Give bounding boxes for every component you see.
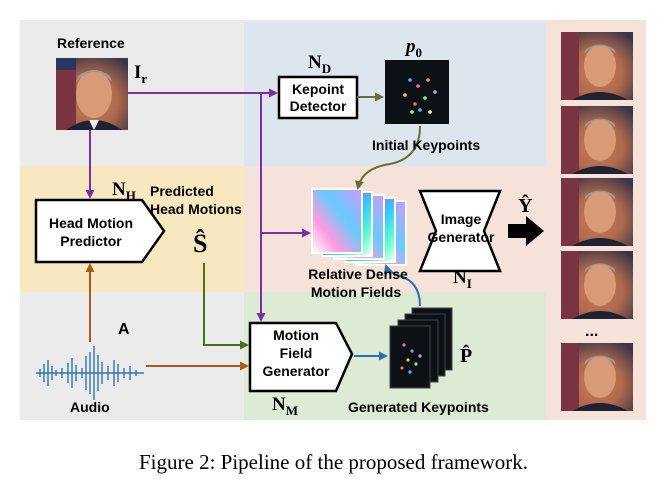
output-face (561, 178, 633, 246)
output-face-strip (561, 32, 633, 411)
hmp-symbol: NH (112, 179, 136, 203)
arrow-p-hat-to-rdm (383, 264, 421, 307)
reference-symbol: Ir (134, 62, 147, 86)
rdm-label-line2: Motion Fields (311, 284, 401, 300)
hmp-label-line2: Predictor (60, 233, 122, 249)
figure-caption: Figure 2: Pipeline of the proposed frame… (139, 450, 528, 474)
y-hat-symbol: Ŷ (518, 193, 533, 217)
reference-face-image (56, 58, 128, 130)
output-face (561, 106, 633, 174)
mfg-label-line1: Motion (273, 327, 319, 343)
initial-keypoints-label: Initial Keypoints (372, 137, 480, 153)
s-hat-symbol: Ŝ (193, 229, 207, 258)
p-hat-symbol: P̂ (460, 343, 472, 367)
pipeline-diagram: Reference Ir ND Kepoint Detector p0 Init… (20, 20, 646, 420)
rdm-label-line1: Relative Dense (308, 266, 408, 282)
predicted-head-motions-label-line2: Head Motions (150, 201, 242, 217)
generated-keypoints-label: Generated Keypoints (348, 399, 489, 415)
head-motion-predictor-block (34, 198, 166, 264)
audio-waveform (36, 346, 144, 400)
output-arrow (508, 216, 544, 246)
hmp-label-line1: Head Motion (49, 215, 133, 231)
generated-keypoints-image (389, 307, 453, 389)
image-generator-symbol: NI (453, 267, 472, 291)
mfg-label-line2: Field (280, 345, 313, 361)
output-face (561, 251, 633, 319)
image-generator-label-line2: Generator (428, 229, 495, 245)
mfg-symbol: NM (272, 394, 298, 418)
predicted-head-motions-label-line1: Predicted (150, 183, 214, 199)
audio-label: Audio (70, 399, 110, 415)
ellipsis-label: ... (585, 323, 598, 340)
image-generator-block (418, 189, 502, 273)
p0-symbol: p0 (404, 36, 422, 60)
arrow-s-to-mfg (203, 263, 249, 350)
motion-field-generator-block (248, 321, 354, 393)
mfg-label-line3: Generator (263, 363, 330, 379)
output-face (561, 343, 633, 411)
output-face (561, 32, 633, 100)
kd-label-line2: Detector (290, 98, 347, 114)
audio-symbol: A (118, 321, 130, 338)
relative-dense-motion-fields-image (311, 188, 407, 266)
arrow-p0-to-rdm (354, 125, 421, 190)
initial-keypoints-image (385, 60, 449, 124)
kd-label-line1: Kepoint (292, 81, 344, 97)
image-generator-label-line1: Image (441, 211, 482, 227)
kd-symbol: ND (308, 52, 331, 76)
arrows-purple (85, 88, 311, 322)
reference-label: Reference (57, 35, 125, 51)
